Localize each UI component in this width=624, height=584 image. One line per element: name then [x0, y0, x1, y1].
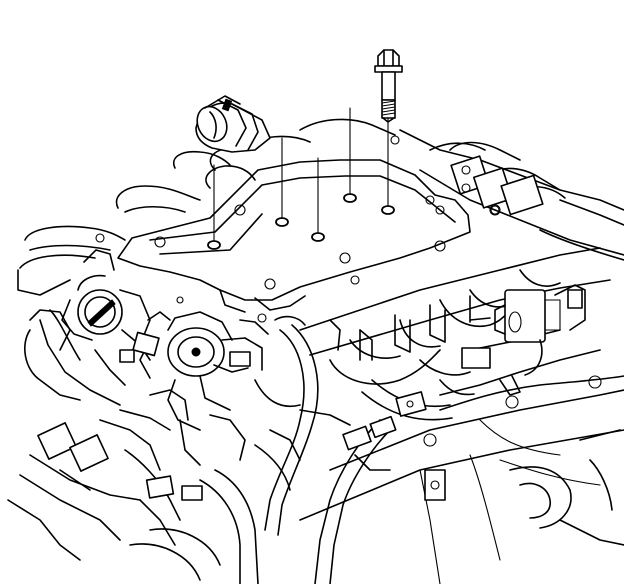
mounting-hole	[275, 217, 289, 227]
mounting-hole	[381, 205, 395, 215]
mounting-hole	[311, 232, 325, 242]
throttle-body-left	[7, 249, 189, 561]
coolant-hoses	[129, 315, 453, 584]
egr-valve-assembly	[132, 311, 301, 466]
cylinder-head-outline	[299, 375, 624, 584]
intake-duct	[195, 95, 271, 153]
intake-plenum	[17, 118, 500, 313]
plenum-bolt	[374, 49, 403, 123]
misc-clips	[119, 296, 475, 501]
leader-lines	[213, 107, 389, 241]
mounting-hole	[207, 240, 221, 250]
fuel-injector-right	[461, 284, 586, 376]
valve-cover-right	[399, 129, 624, 261]
mounting-holes	[207, 193, 395, 250]
mounting-hole	[343, 193, 357, 203]
